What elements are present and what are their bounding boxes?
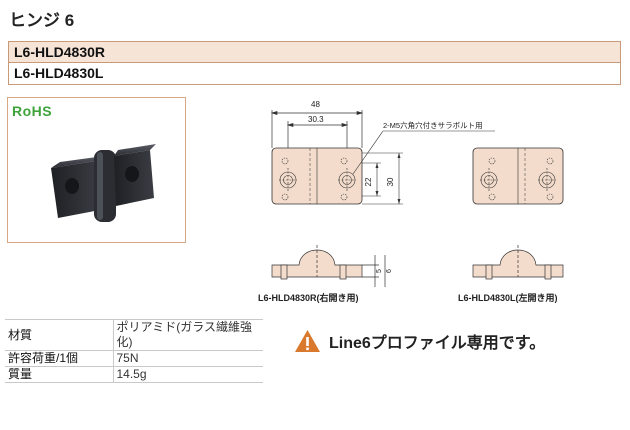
side-view-right	[271, 245, 386, 287]
dim-height-outer-label: 30	[386, 177, 395, 186]
spec-label: 質量	[5, 366, 114, 383]
spec-label: 許容荷重/1個	[5, 350, 114, 367]
usage-note: Line6プロファイル専用です。	[294, 329, 545, 353]
spec-row: 材質 ポリアミド(ガラス繊維強化)	[5, 319, 263, 351]
model-number-l: L6-HLD4830L	[8, 63, 621, 85]
top-view-left	[472, 147, 564, 205]
hinge-photo-icon	[51, 144, 156, 222]
spec-row: 質量 14.5g	[5, 366, 263, 383]
dim-side-6-label: 6	[386, 269, 393, 273]
page-title: ヒンジ 6	[9, 11, 75, 30]
dim-width-label: 48	[311, 100, 320, 109]
spec-table: 材質 ポリアミド(ガラス繊維強化) 許容荷重/1個 75N 質量 14.5g	[5, 319, 263, 383]
hole-note: 2-M5六角穴付きサラボルト用	[383, 120, 483, 130]
dim-height-inner-label: 22	[364, 177, 373, 186]
caption-left-hinge: L6-HLD4830L(左開き用)	[458, 293, 558, 303]
spec-value: 75N	[113, 350, 263, 367]
technical-drawing: 48 30.3 2-M5六角穴付きサラボルト用	[270, 100, 564, 287]
spec-value: 14.5g	[113, 366, 263, 383]
dim-pitch-label: 30.3	[308, 115, 324, 124]
rohs-logo: RoHS	[12, 103, 53, 119]
product-photo: RoHS	[7, 97, 186, 243]
spec-row: 許容荷重/1個 75N	[5, 350, 263, 367]
model-number-r: L6-HLD4830R	[8, 41, 621, 63]
spec-label: 材質	[5, 319, 114, 351]
warning-icon	[295, 330, 320, 352]
usage-note-text: Line6プロファイル専用です。	[329, 335, 546, 352]
spec-value: ポリアミド(ガラス繊維強化)	[113, 319, 263, 351]
caption-right-hinge: L6-HLD4830R(右開き用)	[258, 293, 359, 303]
top-view-right	[271, 147, 363, 205]
side-view-left	[472, 245, 564, 280]
dim-side-5-label: 5	[376, 269, 383, 273]
